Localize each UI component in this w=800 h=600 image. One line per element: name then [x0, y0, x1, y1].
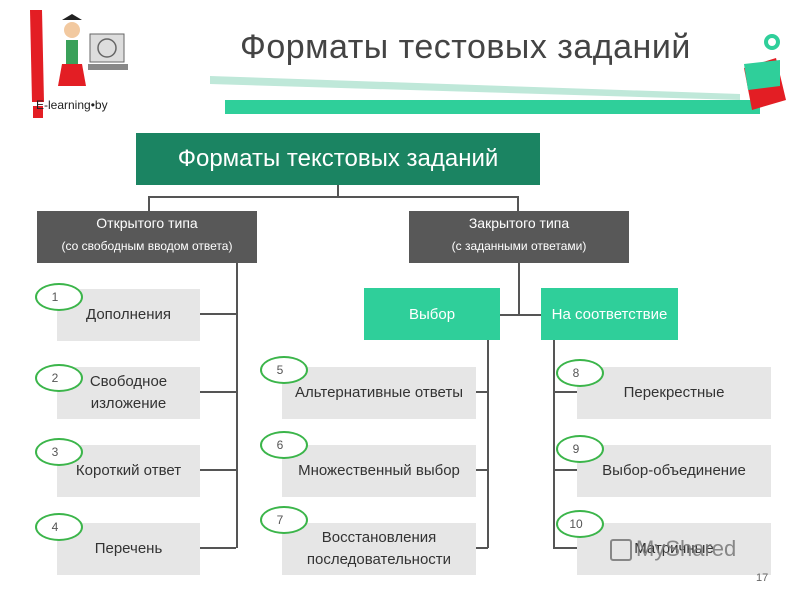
connector [518, 263, 520, 315]
item-number: 5 [260, 356, 308, 384]
item-box: Восстановления последовательности [282, 523, 476, 575]
item-box: Множественный выбор [282, 445, 476, 497]
item-box: Альтернативные ответы [282, 367, 476, 419]
item-box: Дополнения [57, 289, 200, 341]
connector [148, 196, 518, 198]
connector [236, 263, 238, 548]
item-box: Перекрестные [577, 367, 771, 419]
connector [148, 196, 150, 211]
connector [200, 391, 236, 393]
connector [476, 547, 488, 549]
watermark-text: MyShared [636, 536, 737, 561]
connector [517, 196, 519, 211]
item-number: 1 [35, 283, 83, 311]
logo-illustration [30, 10, 128, 118]
item-number: 7 [260, 506, 308, 534]
connector [553, 340, 555, 548]
item-box: Свободное изложение [57, 367, 200, 419]
connector [476, 391, 488, 393]
diagram-root: Форматы текстовых заданий [136, 133, 540, 185]
connector [553, 391, 577, 393]
connector [553, 469, 577, 471]
item-number: 10 [556, 510, 604, 538]
category-open-subtitle: (со свободным вводом ответа) [61, 239, 233, 253]
watermark-icon [610, 539, 632, 562]
category-closed: Закрытого типа (с заданными ответами) [409, 211, 629, 263]
decorative-ribbons [210, 34, 786, 114]
item-box: Выбор-объединение [577, 445, 771, 497]
connector [200, 469, 236, 471]
item-number: 3 [35, 438, 83, 466]
logo: E-learning•by [28, 6, 138, 124]
item-box: Короткий ответ [57, 445, 200, 497]
item-number: 9 [556, 435, 604, 463]
item-box: Матричные [577, 523, 771, 575]
item-number: 2 [35, 364, 83, 392]
logo-text: E-learning•by [36, 98, 108, 112]
item-number: 8 [556, 359, 604, 387]
connector [487, 340, 489, 548]
category-closed-title: Закрытого типа [468, 215, 570, 231]
category-open: Открытого типа (со свободным вводом отве… [37, 211, 257, 263]
page-number: 17 [756, 572, 769, 584]
subcategory-matching: На соответствие [541, 288, 678, 340]
connector [337, 185, 339, 197]
subcategory-choice: Выбор [364, 288, 500, 340]
connector [476, 469, 488, 471]
connector [553, 547, 577, 549]
connector [500, 314, 542, 316]
category-open-title: Открытого типа [96, 215, 198, 231]
category-closed-subtitle: (с заданными ответами) [451, 239, 587, 253]
item-number: 4 [35, 513, 83, 541]
connector [200, 313, 236, 315]
item-number: 6 [260, 431, 308, 459]
watermark: MyShared [610, 536, 736, 562]
page-title: Форматы тестовых заданий [240, 28, 691, 66]
connector [200, 547, 236, 549]
